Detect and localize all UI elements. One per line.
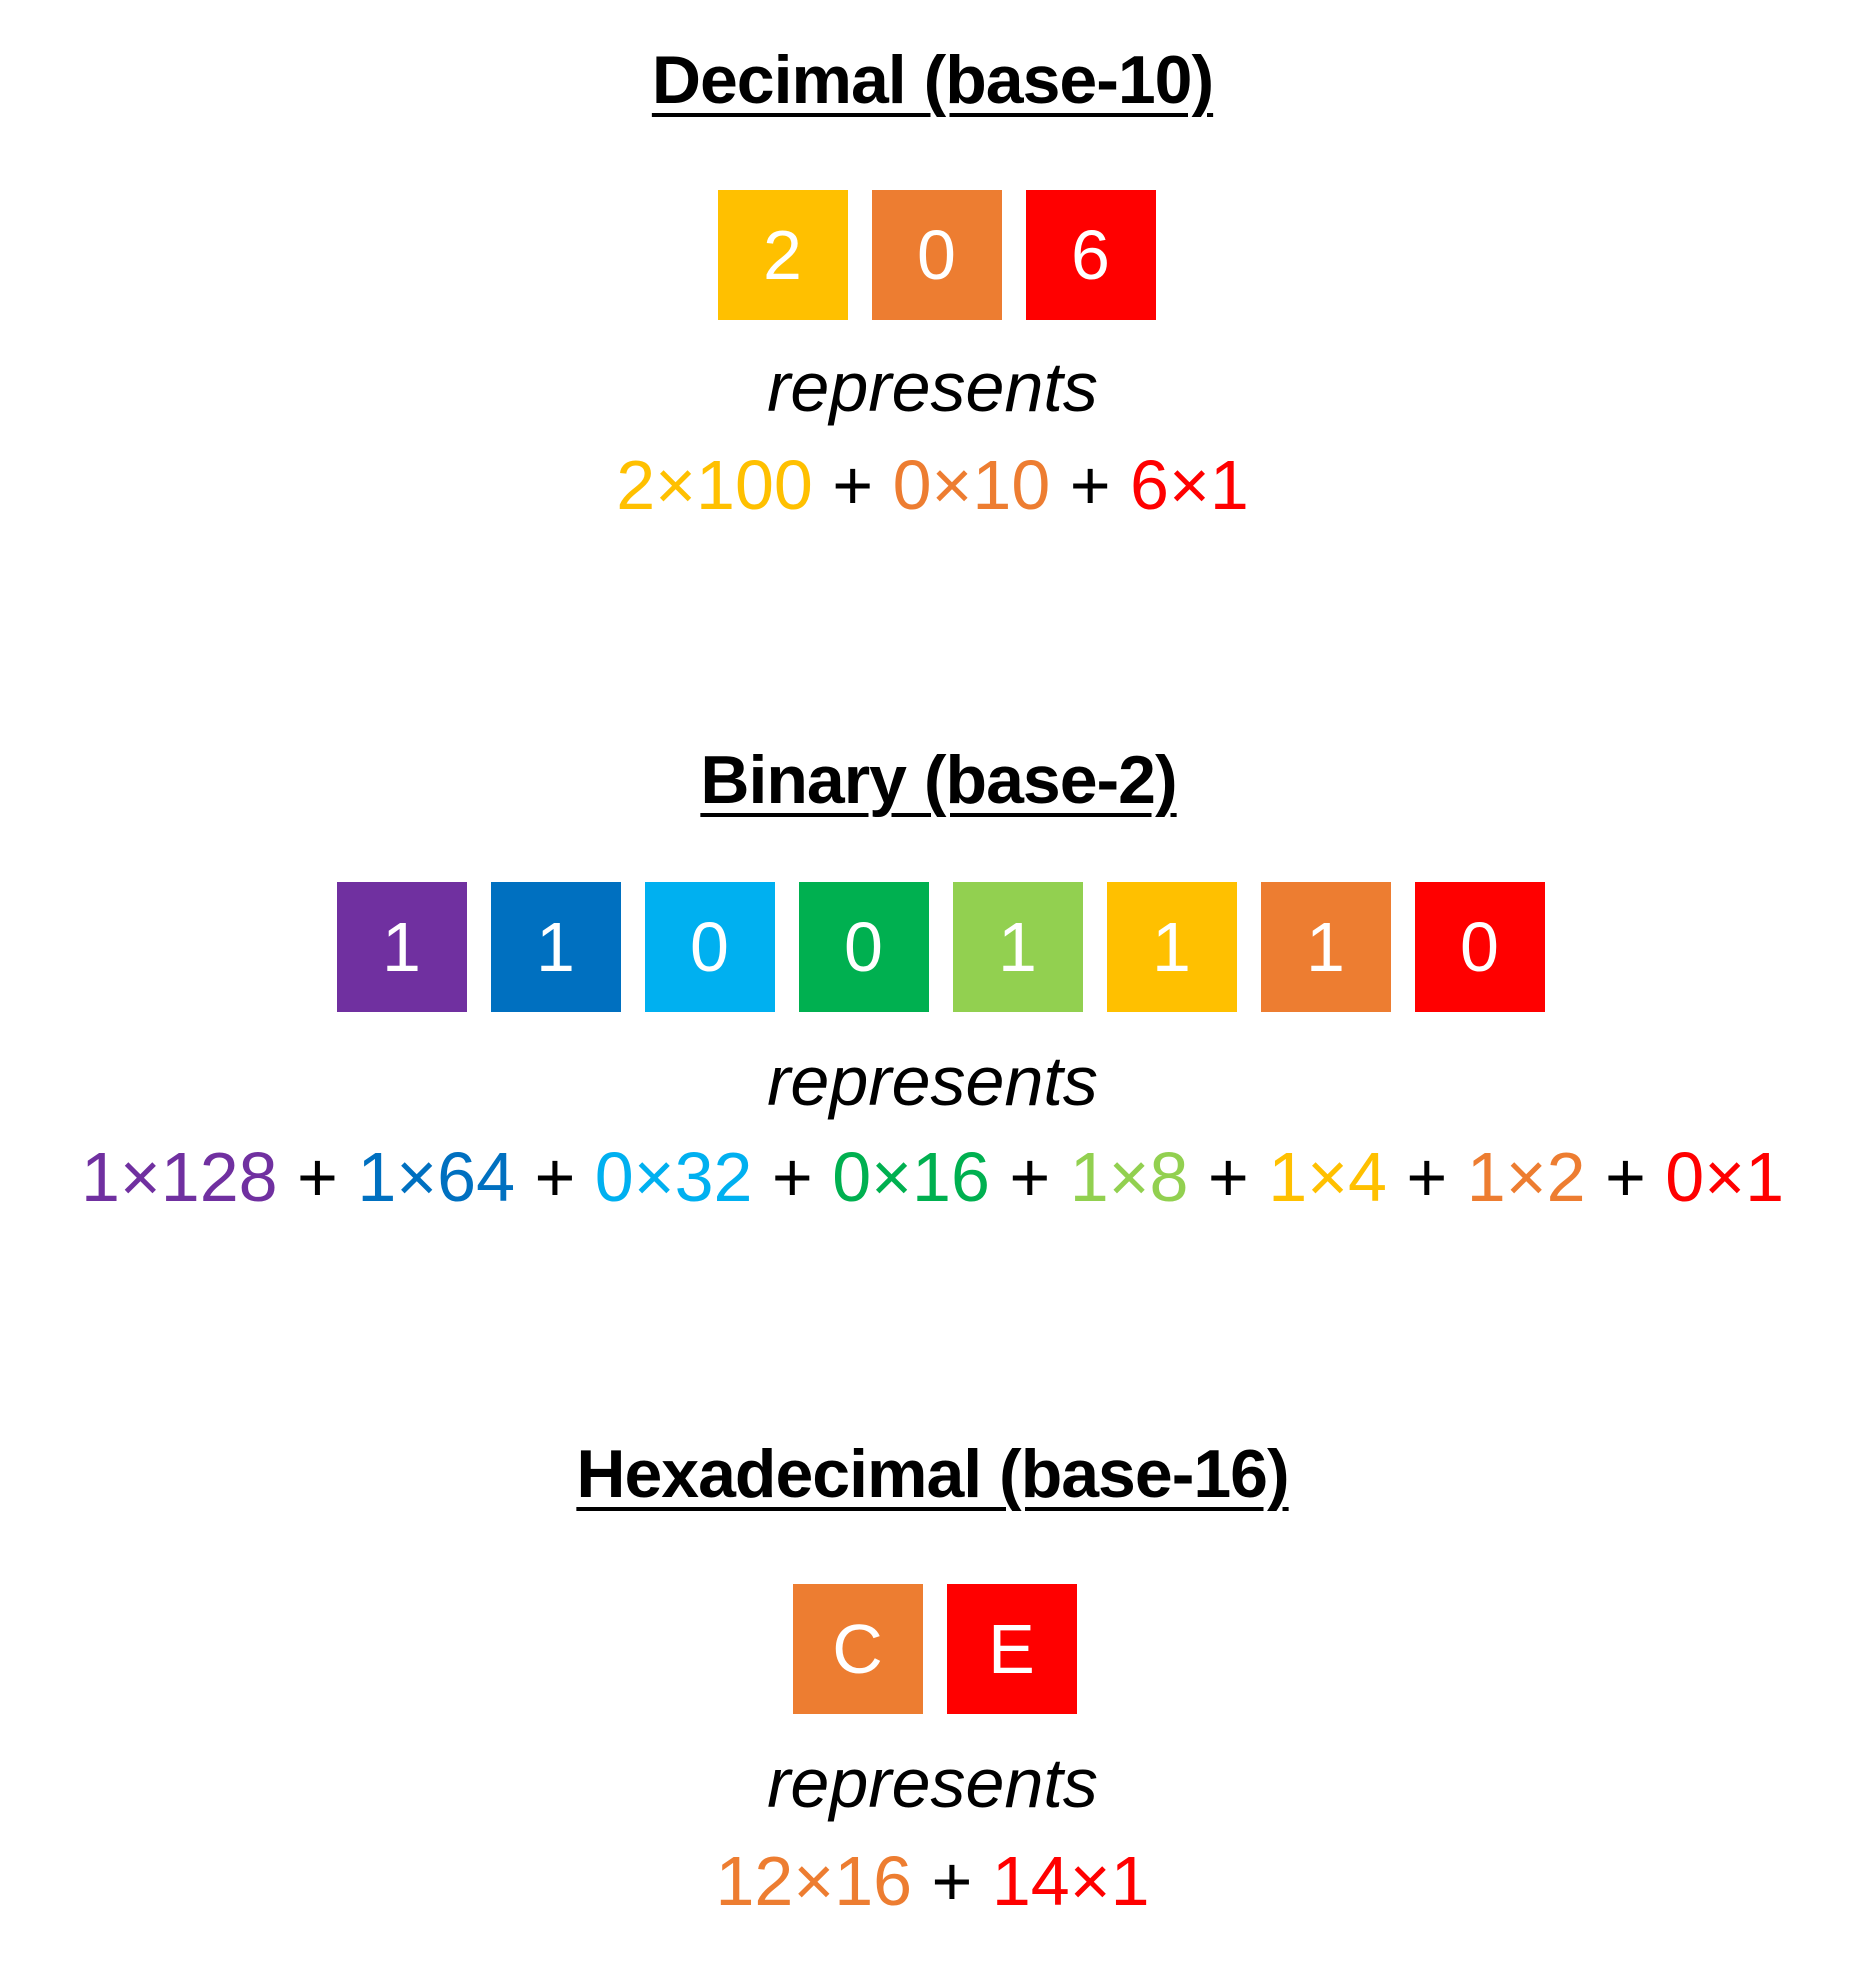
plus-operator: + [752, 1138, 833, 1216]
plus-operator: + [812, 446, 893, 524]
section-title: Binary (base-2) [700, 742, 1177, 818]
expansion-term: 12×16 [715, 1842, 913, 1920]
represents-label: represents [767, 348, 1098, 426]
expansion-term: 1×8 [1069, 1138, 1189, 1216]
digit-box: 1 [336, 882, 467, 1012]
plus-operator: + [515, 1138, 595, 1216]
digit-box: C [792, 1584, 923, 1714]
expansion-formula: 1×128 + 1×64 + 0×32 + 0×16 + 1×8 + 1×4 +… [0, 1142, 1865, 1212]
plus-operator: + [1386, 1138, 1467, 1216]
expansion-term: 0×10 [892, 446, 1051, 524]
plus-operator: + [277, 1138, 358, 1216]
section-title: Hexadecimal (base-16) [576, 1436, 1289, 1512]
represents-label: represents [767, 1042, 1098, 1120]
expansion-term: 14×1 [991, 1842, 1150, 1920]
expansion-term: 1×4 [1268, 1138, 1387, 1216]
expansion-term: 1×64 [357, 1138, 516, 1216]
plus-operator: + [1585, 1138, 1666, 1216]
expansion-term: 1×128 [80, 1138, 278, 1216]
digit-box: 2 [717, 190, 848, 320]
expansion-term: 2×100 [616, 446, 813, 524]
expansion-term: 1×2 [1466, 1138, 1586, 1216]
section-title: Decimal (base-10) [651, 42, 1214, 118]
expansion-formula: 2×100 + 0×10 + 6×1 [0, 450, 1865, 520]
digit-box: 0 [798, 882, 929, 1012]
expansion-term: 0×1 [1665, 1138, 1785, 1216]
digit-box: 1 [952, 882, 1083, 1012]
digit-box: 0 [644, 882, 775, 1012]
digit-box: 0 [871, 190, 1002, 320]
digit-box: 1 [490, 882, 621, 1012]
plus-operator: + [1188, 1138, 1269, 1216]
digit-box: 1 [1106, 882, 1237, 1012]
plus-operator: + [1050, 446, 1131, 524]
plus-operator: + [912, 1842, 992, 1920]
expansion-term: 6×1 [1130, 446, 1249, 524]
expansion-term: 0×32 [594, 1138, 753, 1216]
digit-box: 0 [1414, 882, 1545, 1012]
digit-box: E [946, 1584, 1077, 1714]
represents-label: represents [767, 1744, 1098, 1822]
digit-box: 6 [1025, 190, 1156, 320]
plus-operator: + [989, 1138, 1070, 1216]
expansion-formula: 12×16 + 14×1 [0, 1846, 1865, 1916]
expansion-term: 0×16 [832, 1138, 990, 1216]
digit-box: 1 [1260, 882, 1391, 1012]
